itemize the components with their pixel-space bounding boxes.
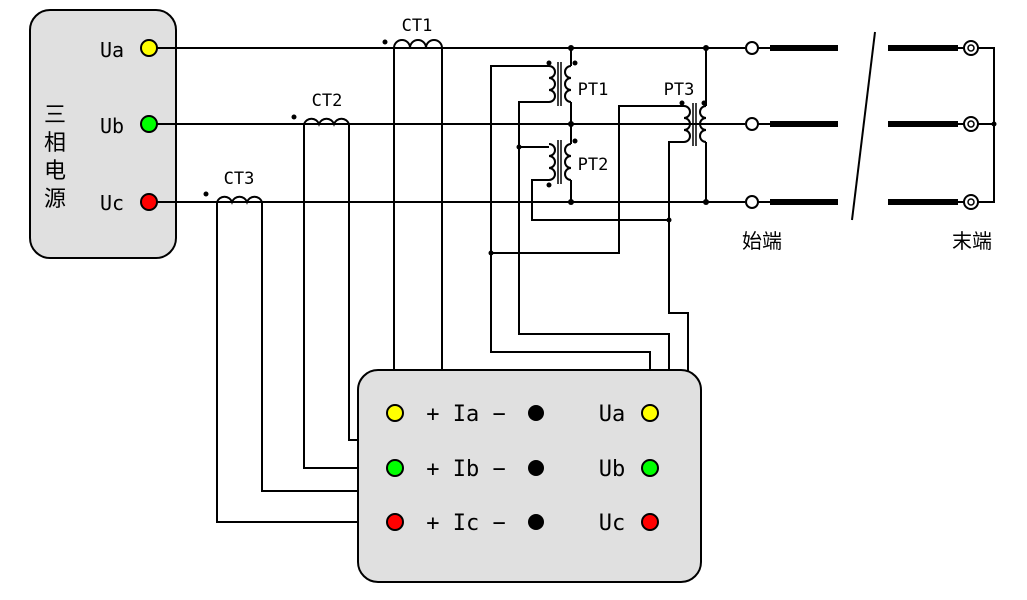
bus-lines (157, 47, 745, 203)
ct1: CT1 (382, 16, 443, 49)
start-label: 始端 (742, 229, 782, 253)
source-ub-terminal[interactable] (140, 115, 158, 133)
ct2-label: CT2 (312, 91, 343, 111)
ib-positive-terminal[interactable] (386, 459, 404, 477)
source-ua-label: Ua (100, 38, 124, 62)
pt2-label: PT2 (578, 155, 609, 175)
source-title-char-4: 源 (44, 187, 66, 212)
instrument-panel (357, 369, 702, 583)
meter-uc-terminal[interactable] (641, 513, 659, 531)
ct3-label: CT3 (224, 169, 255, 189)
ct3: CT3 (203, 169, 263, 205)
pt2: PT2 (546, 124, 609, 205)
start-terminal-a (745, 41, 759, 55)
ia-positive-terminal[interactable] (386, 404, 404, 422)
source-uc-terminal[interactable] (140, 193, 158, 211)
ic-positive-terminal[interactable] (386, 513, 404, 531)
end-label: 末端 (952, 229, 992, 253)
source-ua-terminal[interactable] (140, 39, 158, 57)
source-title-char-1: 三 (44, 103, 66, 128)
source-title-char-3: 电 (44, 159, 66, 184)
ib-label: + Ib − (426, 457, 505, 482)
pt3: PT3 (664, 45, 709, 205)
source-title-char-2: 相 (44, 131, 66, 156)
start-terminal-c (745, 195, 759, 209)
ct2: CT2 (291, 91, 350, 127)
meter-uc-label: Uc (599, 511, 626, 536)
transmission-line: 始端 末端 (742, 31, 997, 253)
meter-ua-terminal[interactable] (641, 404, 659, 422)
pt3-label: PT3 (664, 80, 695, 100)
source-ub-label: Ub (100, 114, 124, 138)
meter-ub-terminal[interactable] (641, 459, 659, 477)
ct1-label: CT1 (402, 16, 433, 36)
pt1: PT1 (546, 45, 609, 127)
line-break-mark (851, 31, 876, 221)
pt1-label: PT1 (578, 80, 609, 100)
ic-negative-terminal[interactable] (528, 514, 544, 530)
three-phase-source: 三 相 电 源 Ua Ub Uc (29, 9, 177, 259)
source-uc-label: Uc (100, 191, 124, 215)
meter-ub-label: Ub (599, 457, 626, 482)
start-terminal-b (745, 117, 759, 131)
ic-label: + Ic − (426, 511, 505, 536)
meter-ua-label: Ua (599, 402, 626, 427)
instrument-box: + Ia − + Ib − + Ic − Ua Ub Uc (357, 369, 702, 583)
ib-negative-terminal[interactable] (528, 460, 544, 476)
ia-label: + Ia − (426, 402, 505, 427)
ia-negative-terminal[interactable] (528, 405, 544, 421)
source-box (29, 9, 177, 259)
